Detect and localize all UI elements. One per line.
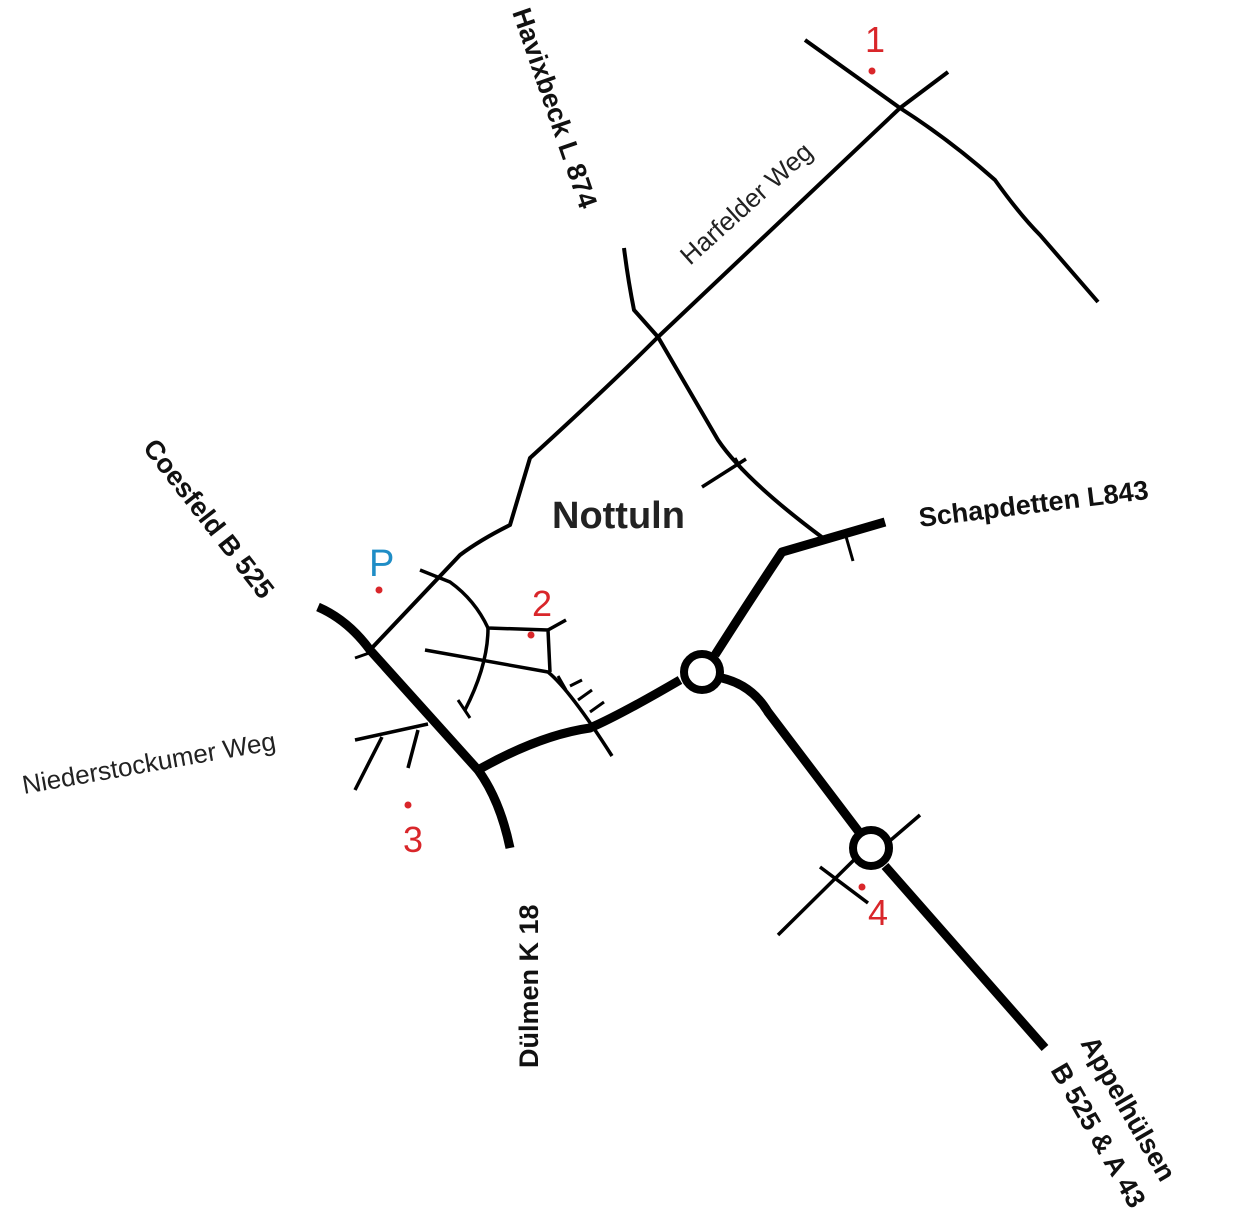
street-southwest-spur <box>818 865 870 905</box>
road-coesfeld-b525 <box>316 602 482 774</box>
road-schapdetten-l843 <box>711 517 887 658</box>
road-north-east <box>803 38 1100 304</box>
poi-1-dot <box>868 67 876 75</box>
poi-1: 1 <box>865 19 885 75</box>
town-label: Nottuln <box>552 495 685 537</box>
poi-4-label: 4 <box>868 892 888 933</box>
poi-4-dot <box>858 883 866 891</box>
street-town-4 <box>547 618 567 632</box>
street-town-2 <box>463 627 490 711</box>
parking: P <box>369 543 394 594</box>
poi-2-dot <box>527 631 535 639</box>
poi-3-dot <box>404 801 412 809</box>
label-havixbeck: Havixbeck L 874 <box>506 4 603 212</box>
road-duelmen-k18 <box>474 767 515 849</box>
tick-marks <box>354 457 855 719</box>
poi-2-label: 2 <box>532 583 552 624</box>
street-town-3 <box>424 648 614 757</box>
label-schapdetten: Schapdetten L843 <box>917 475 1150 533</box>
road-k18-to-roundabout <box>475 676 683 774</box>
poi-2: 2 <box>527 583 552 639</box>
poi-1-label: 1 <box>865 19 885 60</box>
poi-3-label: 3 <box>403 819 423 860</box>
road-appelhuelsen-b525 <box>720 673 1049 1051</box>
label-niederstockumer-weg: Niederstockumer Weg <box>20 726 278 800</box>
road-north-cross <box>898 70 950 110</box>
poi-3: 3 <box>403 801 423 860</box>
street-town-1 <box>419 568 552 673</box>
roundabout-south <box>849 826 893 870</box>
roundabout-north <box>680 650 724 694</box>
poi-4: 4 <box>858 883 888 933</box>
street-niederstockumer <box>353 722 429 791</box>
road-harfelder-weg <box>368 106 902 652</box>
label-duelmen: Dülmen K 18 <box>514 904 544 1068</box>
label-coesfeld: Coesfeld B 525 <box>137 433 280 604</box>
parking-label: P <box>369 543 394 585</box>
road-havixbeck-l874 <box>622 247 825 540</box>
parking-dot <box>375 586 383 594</box>
